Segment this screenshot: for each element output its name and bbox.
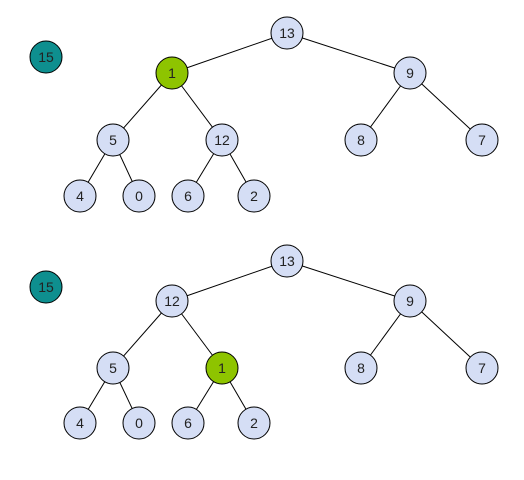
node-circle [237, 179, 271, 213]
floating-node-label: 15 [38, 49, 54, 65]
tree-node: 1 [155, 56, 189, 90]
tree-node: 12 [205, 123, 239, 157]
tree-node: 6 [171, 179, 205, 213]
node-circle [122, 179, 156, 213]
node-circle [465, 351, 499, 385]
tree-node: 13 [270, 16, 304, 50]
tree-before-swap: 13 1 9 5 12 8 7 4 0 6 2 15 [29, 16, 499, 213]
node-label: 1 [168, 65, 176, 81]
tree-node: 7 [465, 123, 499, 157]
node-circle [63, 179, 97, 213]
tree-node: 13 [270, 244, 304, 278]
node-circle [96, 351, 130, 385]
node-circle [205, 123, 239, 157]
floating-node-label: 15 [38, 279, 54, 295]
node-circle [344, 123, 378, 157]
tree-node: 4 [63, 179, 97, 213]
node-circle [96, 123, 130, 157]
tree-node: 4 [63, 406, 97, 440]
tree-node: 5 [96, 123, 130, 157]
tree-node: 8 [344, 123, 378, 157]
node-label: 5 [109, 360, 117, 376]
tree-node: 9 [393, 284, 427, 318]
node-label: 9 [406, 65, 414, 81]
node-circle [171, 179, 205, 213]
node-label: 1 [218, 360, 226, 376]
node-label: 8 [357, 360, 365, 376]
node-circle [155, 284, 189, 318]
node-circle [344, 351, 378, 385]
node-label: 8 [357, 132, 365, 148]
tree-node: 2 [237, 406, 271, 440]
tree-node: 12 [155, 284, 189, 318]
floating-node: 15 [29, 270, 63, 304]
node-label: 2 [250, 415, 258, 431]
tree-node: 2 [237, 179, 271, 213]
node-label: 9 [406, 293, 414, 309]
node-label: 12 [214, 132, 230, 148]
edge-n0-n2 [286, 32, 411, 74]
node-circle [122, 406, 156, 440]
tree-node: 6 [171, 406, 205, 440]
node-label: 12 [164, 293, 180, 309]
node-label: 7 [478, 132, 486, 148]
node-label: 2 [250, 188, 258, 204]
node-label: 7 [478, 360, 486, 376]
node-circle [63, 406, 97, 440]
tree-node: 5 [96, 351, 130, 385]
node-label: 13 [279, 25, 295, 41]
node-label: 6 [184, 188, 192, 204]
edge-n0-n1 [171, 32, 288, 74]
floating-node-circle [29, 270, 63, 304]
node-circle [465, 123, 499, 157]
edge-n0-n1 [171, 260, 288, 302]
node-circle [171, 406, 205, 440]
node-label: 0 [135, 415, 143, 431]
node-label: 13 [279, 253, 295, 269]
node-circle [393, 284, 427, 318]
node-circle [205, 351, 239, 385]
node-circle [393, 56, 427, 90]
tree-node: 7 [465, 351, 499, 385]
floating-node-circle [29, 40, 63, 74]
node-label: 0 [135, 188, 143, 204]
node-circle [155, 56, 189, 90]
tree-node: 9 [393, 56, 427, 90]
tree-node: 8 [344, 351, 378, 385]
node-circle [270, 244, 304, 278]
floating-node: 15 [29, 40, 63, 74]
tree-node: 1 [205, 351, 239, 385]
tree-after-swap: 13 12 9 5 1 8 7 4 0 6 2 15 [29, 244, 499, 440]
node-circle [270, 16, 304, 50]
node-label: 5 [109, 132, 117, 148]
edge-n0-n2 [286, 260, 411, 302]
node-circle [237, 406, 271, 440]
tree-node: 0 [122, 406, 156, 440]
node-label: 4 [76, 415, 84, 431]
tree-node: 0 [122, 179, 156, 213]
node-label: 6 [184, 415, 192, 431]
node-label: 4 [76, 188, 84, 204]
